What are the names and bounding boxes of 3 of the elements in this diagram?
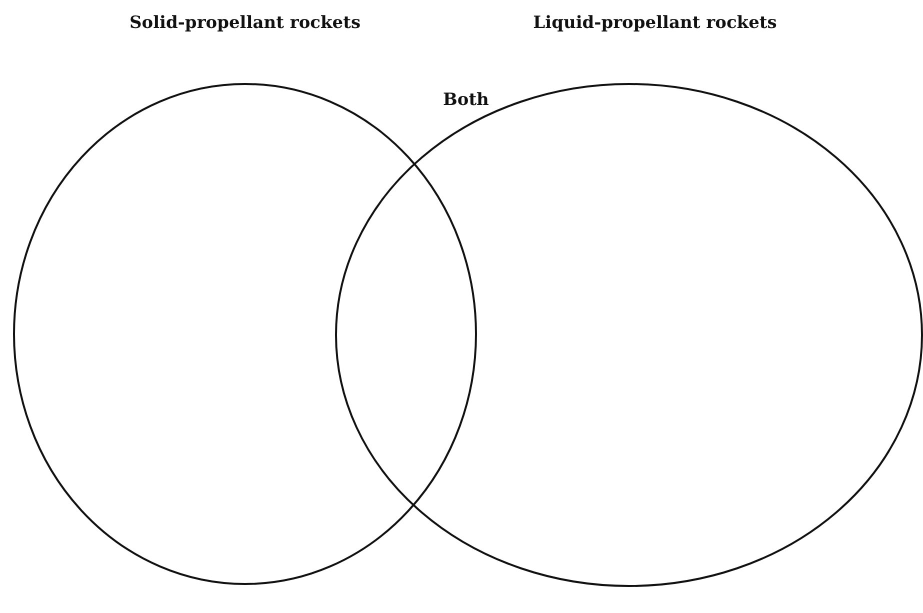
set-heading: Solid-propellant rockets — [128, 12, 362, 34]
overlap-label: Both — [443, 90, 489, 110]
set-heading: Liquid-propellant rockets — [532, 12, 778, 34]
